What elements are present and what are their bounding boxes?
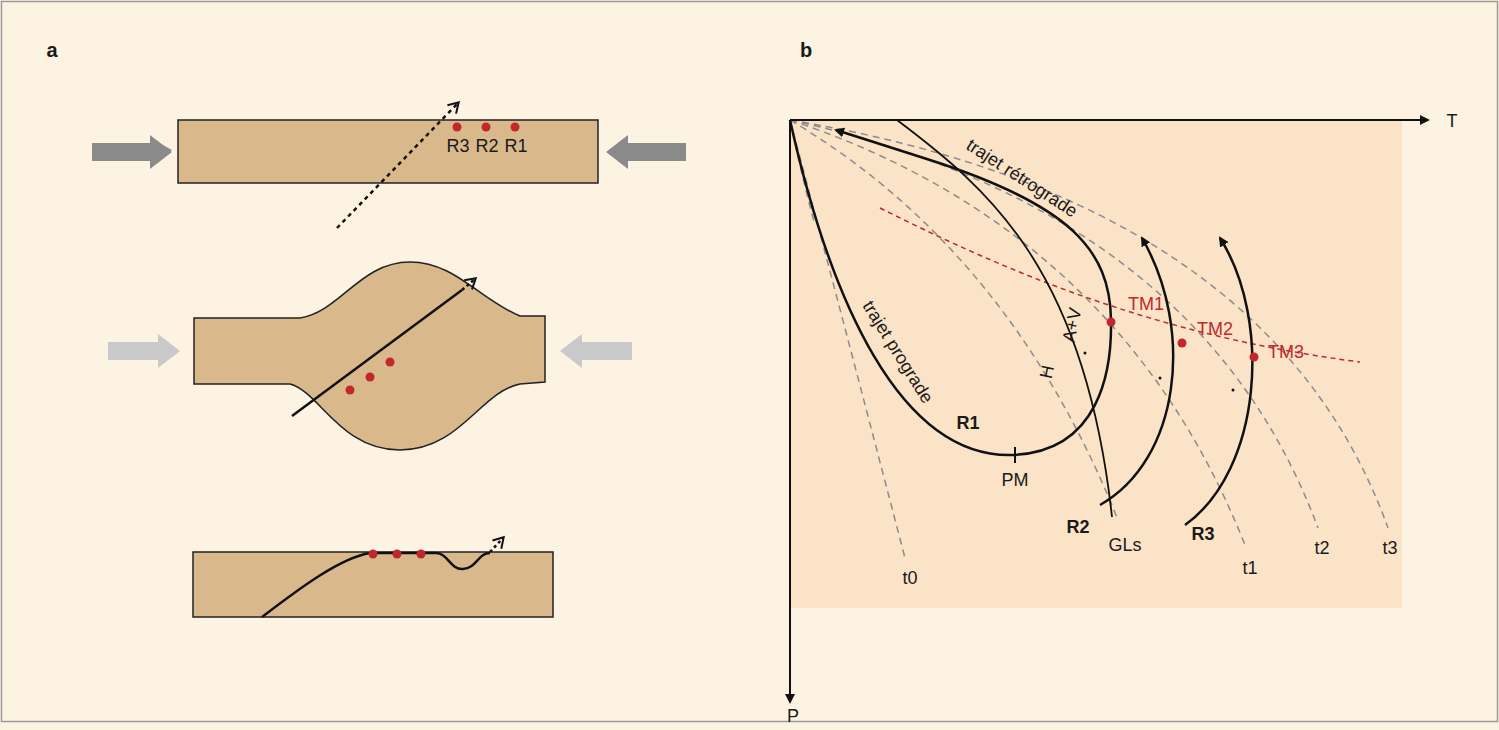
curve-label: GLs — [1108, 536, 1141, 554]
axis-label: T — [1447, 112, 1458, 130]
isochron-label: t3 — [1382, 539, 1397, 557]
isochron-label: t1 — [1242, 559, 1257, 577]
point-label: R2 — [475, 137, 498, 155]
isochron-label: t2 — [1314, 539, 1329, 557]
axis-label: P — [787, 707, 799, 725]
point-label: R3 — [446, 137, 469, 155]
point-label: TM1 — [1128, 295, 1164, 313]
isochron-label: t0 — [902, 569, 917, 587]
panel-letter: b — [800, 40, 812, 60]
panel-letter: a — [46, 40, 57, 60]
point-label: TM3 — [1268, 343, 1304, 361]
point-label: R1 — [504, 137, 527, 155]
point-label: PM — [1002, 471, 1029, 489]
point-label: TM2 — [1197, 320, 1233, 338]
path-name: R2 — [1066, 518, 1089, 536]
path-name: R1 — [956, 414, 979, 432]
path-name: R3 — [1191, 525, 1214, 543]
